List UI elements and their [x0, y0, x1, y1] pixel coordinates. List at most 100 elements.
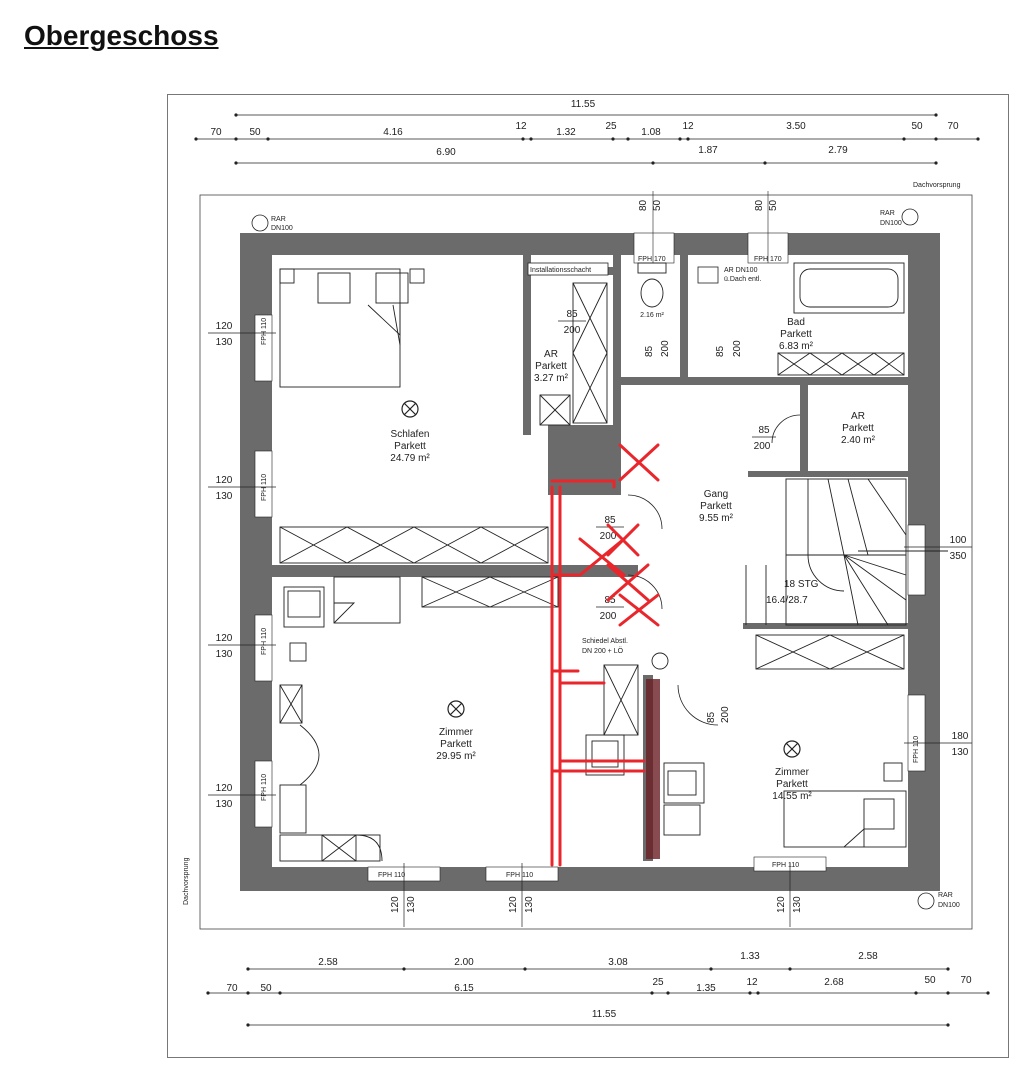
dn100-label: DN100 [880, 220, 902, 227]
wardrobe [421, 576, 559, 608]
door-dim: 200 [754, 441, 771, 452]
fph-label: FPH 170 [638, 256, 666, 263]
window-dim: 130 [216, 491, 233, 502]
desk [333, 576, 401, 624]
dim-top-3: 6.90 [436, 147, 456, 158]
dim-bottom-2: 70 [960, 975, 972, 986]
window-dim: 130 [524, 896, 535, 913]
rar-label: RAR [271, 216, 286, 223]
dim-total-top: 11.55 [571, 99, 596, 110]
dim-top-2: 70 [210, 127, 222, 138]
fph-label: FPH 110 [261, 318, 268, 345]
room-floor: Parkett [842, 423, 874, 434]
window-dim: 180 [952, 731, 969, 742]
dachvorsprung-label: Dachvorsprung [913, 182, 961, 189]
door-dim: 85 [644, 345, 655, 357]
installation-shaft-label: Installationsschacht [530, 267, 591, 274]
room-floor: Parkett [535, 361, 567, 372]
door-dim: 85 [758, 425, 770, 436]
dim-top-2: 12 [682, 121, 694, 132]
window-dim: 130 [216, 799, 233, 810]
dim-top-3: 1.87 [698, 145, 718, 156]
door-swing [771, 414, 801, 444]
door-dim: 200 [564, 325, 581, 336]
toilet-icon [637, 262, 667, 308]
door-swing [627, 494, 663, 530]
door-dim: 85 [566, 309, 578, 320]
opening-dim: 80 [754, 199, 765, 211]
room-floor: Parkett [780, 329, 812, 340]
rar-label: RAR [938, 892, 953, 899]
dn100-label: DN100 [271, 225, 293, 232]
dim-bottom-2: 25 [652, 977, 664, 988]
window-dim: 120 [776, 896, 787, 913]
ceiling-light-icon [783, 740, 801, 758]
storage-shelf [539, 282, 608, 426]
window-dim: 130 [952, 747, 969, 758]
downpipe-symbol: RAR DN100 [917, 892, 960, 910]
fph-label: FPH 110 [378, 872, 405, 879]
window-dim-left: 120 130 120 130 120 130 120 130 [208, 321, 276, 810]
dim-bottom-2: 50 [260, 983, 272, 994]
room-area: 9.55 m² [699, 513, 734, 524]
chimney-label: Schiedel Abstl. [582, 638, 628, 645]
corner-sofa [279, 684, 383, 862]
door-dim: 85 [706, 711, 717, 723]
bathtub-icon [793, 262, 905, 314]
bed [783, 762, 907, 848]
dim-bottom-2: 2.68 [824, 977, 844, 988]
top-dimensions [196, 114, 978, 164]
wardrobe [755, 634, 905, 670]
fph-label: FPH 110 [506, 872, 533, 879]
window-dim: 130 [406, 896, 417, 913]
room-area: 6.83 m² [779, 341, 814, 352]
door-swing [627, 574, 663, 610]
dim-bottom-2: 50 [924, 975, 936, 986]
dim-top-2: 50 [911, 121, 923, 132]
room-floor: Parkett [440, 739, 472, 750]
room-floor: Parkett [776, 779, 808, 790]
ceiling-light-icon [447, 700, 465, 718]
room-name: AR [851, 411, 865, 422]
window-dim: 120 [216, 633, 233, 644]
dim-top-3: 2.79 [828, 145, 848, 156]
dim-top-2: 70 [947, 121, 959, 132]
downpipe-symbol: RAR DN100 [251, 214, 293, 232]
wardrobe [279, 526, 549, 564]
dachvorsprung-label: Dachvorsprung [183, 857, 190, 905]
stair-label: 18 STG [784, 579, 819, 590]
room-name: Gang [704, 489, 728, 500]
room-name: AR [544, 349, 558, 360]
fph-label: FPH 110 [261, 774, 268, 801]
dim-top-2: 1.08 [641, 127, 661, 138]
window-dim: 120 [216, 783, 233, 794]
room-area: 24.79 m² [390, 453, 430, 464]
floor-plan: 11.55 70 50 4.16 12 1.32 25 1.08 12 3.50… [167, 94, 1009, 1058]
dim-top-2: 50 [249, 127, 261, 138]
window-dim: 130 [216, 649, 233, 660]
bottom-dimensions [208, 968, 988, 1026]
fph-label: FPH 110 [261, 474, 268, 501]
sink-icon [697, 266, 719, 284]
window-dim-right: 100 350 180 130 [904, 535, 972, 758]
window-dim: 350 [950, 551, 967, 562]
room-floor: Parkett [700, 501, 732, 512]
floor-plan-drawing: 11.55 70 50 4.16 12 1.32 25 1.08 12 3.50… [183, 99, 990, 1027]
chimney-label: DN 200 + LÖ [582, 647, 624, 655]
fph-label: FPH 110 [772, 862, 799, 869]
door-dim: 200 [600, 531, 617, 542]
room-name: Zimmer [439, 727, 474, 738]
window-dim: 120 [390, 896, 401, 913]
dim-bottom-1: 2.58 [858, 951, 878, 962]
dim-top-2: 12 [515, 121, 527, 132]
vent-label: AR DN100 [724, 267, 758, 274]
roof-overhang-outline [199, 194, 973, 930]
window-dim: 100 [950, 535, 967, 546]
fph-label: FPH 110 [261, 628, 268, 655]
door-swing [677, 684, 719, 726]
door-dim: 200 [732, 340, 743, 357]
storage-shelf [585, 664, 705, 836]
dim-top-2: 4.16 [383, 127, 403, 138]
door-dim: 200 [600, 611, 617, 622]
vent-label: ü.Dach entl. [724, 276, 761, 283]
